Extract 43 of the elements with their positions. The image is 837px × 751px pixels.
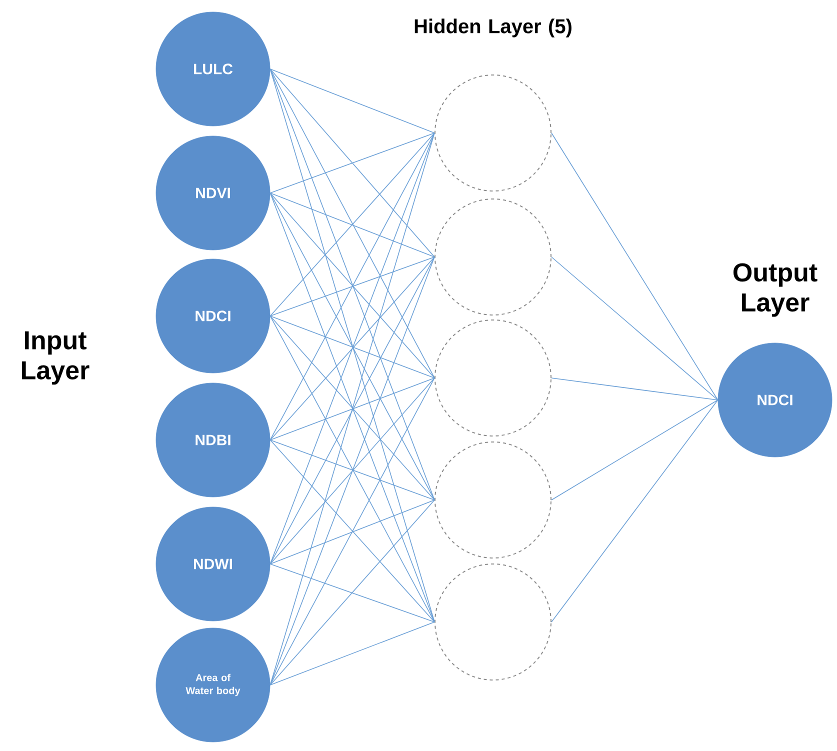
connection-line	[551, 132, 718, 400]
connection-line	[270, 68, 435, 378]
connection-line	[270, 440, 435, 500]
connection-line	[270, 132, 435, 686]
connection-line	[551, 378, 718, 400]
connection-line	[551, 256, 718, 400]
connection-line	[270, 256, 435, 686]
connection-line	[270, 440, 435, 622]
connection-line	[551, 400, 718, 500]
connection-line	[270, 132, 435, 564]
connection-line	[270, 132, 435, 440]
dashed-circle	[434, 74, 552, 192]
connection-line	[270, 378, 435, 440]
connection-line	[270, 378, 435, 564]
connection-line	[270, 500, 435, 686]
connection-line	[270, 316, 435, 622]
connection-line	[270, 132, 435, 316]
connection-line	[270, 192, 435, 500]
dashed-circle	[434, 442, 552, 558]
connection-line	[551, 400, 718, 622]
connection-line	[270, 192, 435, 378]
dashed-circle	[434, 320, 552, 436]
connection-line	[270, 256, 435, 564]
connection-line	[270, 68, 435, 134]
layer-title: Output Layer	[733, 263, 818, 317]
connection-line	[270, 256, 435, 440]
dashed-circle	[434, 198, 552, 316]
connection-line	[270, 500, 435, 564]
layer-title: Input Layer	[22, 331, 90, 385]
connection-line	[270, 192, 435, 622]
connection-line	[270, 316, 435, 378]
connection-line	[270, 316, 435, 500]
connection-line	[270, 68, 435, 258]
connection-line	[270, 132, 435, 194]
connection-line	[270, 68, 435, 500]
connection-line	[270, 378, 435, 686]
dashed-circle	[434, 564, 552, 680]
layer-title: Hidden Layer (5)	[414, 18, 572, 38]
connection-line	[270, 622, 435, 686]
connection-line	[270, 564, 435, 622]
connection-line	[270, 68, 435, 622]
connection-line	[270, 192, 435, 258]
connection-line	[270, 256, 435, 316]
